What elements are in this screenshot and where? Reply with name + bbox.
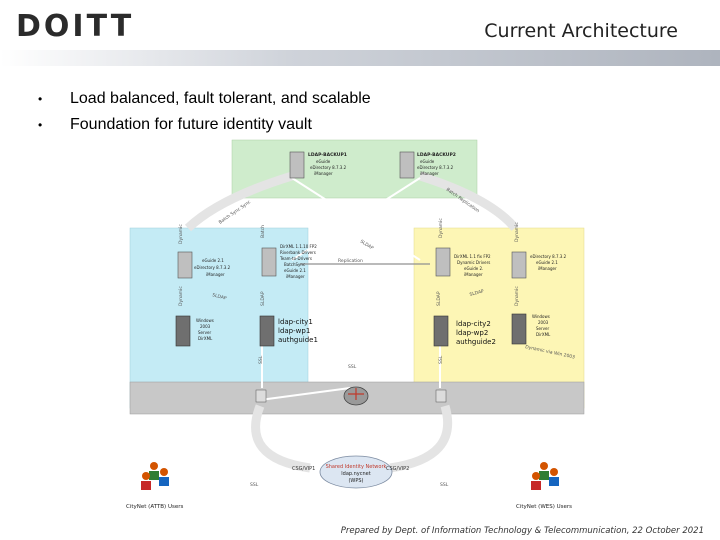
server-left-win-line: DirXML [198,336,213,341]
server-right-line: eGuide 2.1 [536,260,558,265]
label-sldap: SLDAP [211,292,227,302]
label-replication: Replication [338,258,363,264]
bullet-text: Load balanced, fault tolerant, and scala… [70,90,371,107]
host-left: ldap-city1 [278,318,313,326]
server-icon [177,251,193,279]
label-dynamic: Dynamic [514,286,520,306]
server-right-line: eDirectory 8.7.3.2 [530,254,567,259]
server-icon [511,251,527,279]
label-sldap: SLDAP [436,291,442,306]
server-ldap-backup1-line: iManager [314,171,333,176]
server-left-line: eDirectory 8.7.3.2 [194,265,231,270]
bullet-dot: • [38,118,43,132]
label-ssl: SSL [348,364,357,370]
server-ldap-backup1-line: eDirectory 8.7.3.2 [310,165,347,170]
host-left: ldap-wp1 [278,327,310,335]
server-ldap-backup2-line: iManager [420,171,439,176]
server-ldap-backup1-line: eGuide [316,159,331,164]
server-center-line: iManager [286,274,305,279]
bullet-item: • Load balanced, fault tolerant, and scal… [38,88,371,114]
logo-text: DOITT [16,9,135,44]
server-left-win-line: Server [198,330,211,335]
server-icon [175,315,191,347]
bullet-item: • Foundation for future identity vault [38,114,371,140]
label-sldap: SLDAP [359,239,375,252]
users-left-label: CityNet (ATTB) Users [126,504,183,510]
server-icon [261,247,277,277]
network-cloud [319,455,393,489]
server-center-line: eGuide 2.1 [284,268,306,273]
server-right-win-line: Server [536,326,549,331]
server-right-center-line: eGuide 2. [464,266,483,271]
label-sldap: SLDAP [469,288,485,298]
bullet-dot: • [38,92,43,106]
header-rule [0,50,720,66]
server-right-center-line: Dynamic Drivers [457,260,490,265]
label-csg-left: CSG/VIP1 [292,466,315,472]
link-arc-bottom [251,404,453,473]
label-dynamic: Dynamic [178,224,184,244]
label-ssl: SSL [250,482,259,488]
label-csg-right: CSG/VIP2 [386,466,409,472]
label-ssl: SSL [258,355,264,364]
label-dynamic: Dynamic [514,222,520,242]
server-icon [433,315,449,347]
label-ssl: SSL [438,355,444,364]
server-center-line: Riverbank Drivers [280,250,316,255]
server-icon [289,151,305,179]
label-ssl: SSL [440,482,449,488]
server-center-line: DirXML 1.1.10 FP2 [280,244,317,249]
server-center-line: Team-to-Drivers [279,256,312,261]
host-right: authguide2 [456,338,496,346]
green-zone [231,139,478,199]
server-icon [511,313,527,345]
server-icon [259,315,275,347]
host-right: ldap-wp2 [456,329,488,337]
server-left-line: eGuide 2.1 [202,258,224,263]
server-ldap-backup2-name: LDAP-BACKUP2 [417,152,456,158]
server-ldap-backup1-name: LDAP-BACKUP1 [308,152,347,158]
link-arc-right [418,171,519,231]
link-arc-left [184,171,294,232]
server-right-win-line: DirXML [536,332,551,337]
server-right-win-line: Windows [532,314,550,319]
server-right-center-line: DirXML 1.1 fix FP2 [454,254,491,259]
server-center-line: BatchSync [284,262,305,267]
switch-icon [255,389,267,403]
host-right: ldap-city2 [456,320,491,328]
bullet-text: Foundation for future identity vault [70,116,312,133]
users-right-icon [531,462,559,490]
slide-title: Current Architecture [484,20,678,42]
users-right-label: CityNet (WES) Users [516,504,572,510]
link-ssl-left [259,387,351,401]
server-icon [435,247,451,277]
server-icon [399,151,415,179]
server-left-line: iManager [206,272,225,277]
server-ldap-backup2-line: eDirectory 8.7.3.2 [417,165,454,170]
server-right-win-line: 2003 [538,320,549,325]
label-sldap: SLDAP [260,291,266,306]
server-right-center-line: iManager [464,272,483,277]
link-cross-2 [291,177,421,261]
cloud-line: Shared Identity Network [326,464,387,470]
blue-zone [129,227,309,409]
server-right-line: iManager [538,266,557,271]
router-arrows-icon [348,388,364,400]
cloud-line: (WPS) [348,478,363,484]
label-dynamic: Dynamic [178,286,184,306]
host-left: authguide1 [278,336,318,344]
cloud-line: ldap.nycnet [341,471,371,477]
architecture-diagram: LDAP-BACKUP1 eGuide eDirectory 8.7.3.2 i… [126,139,585,510]
label-dynamic: Dynamic [438,218,444,238]
server-left-win-line: Windows [196,318,214,323]
switch-icon [435,389,447,403]
server-ldap-backup2-line: eGuide [420,159,435,164]
footer-text: Prepared by Dept. of Information Technol… [340,526,704,536]
bullet-list: • Load balanced, fault tolerant, and scal… [38,88,371,140]
label-batch: Batch [260,225,266,238]
server-left-win-line: 2003 [200,324,211,329]
users-left-icon [141,462,169,490]
doitt-logo: DOITT [16,12,134,42]
